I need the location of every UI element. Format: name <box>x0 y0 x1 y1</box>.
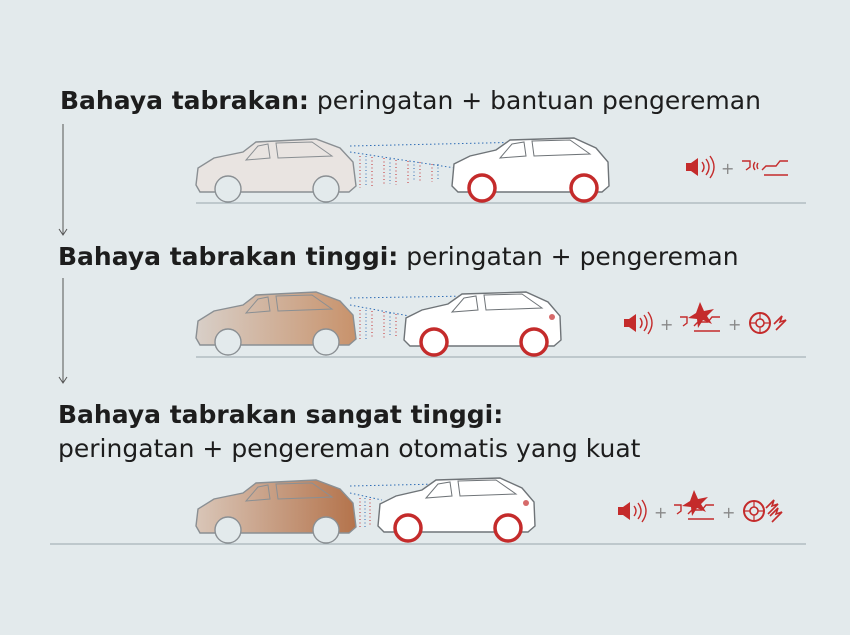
scenario-3-title: Bahaya tabrakan sangat tinggi: <box>58 400 504 429</box>
scenario-3-rear-car <box>195 479 357 544</box>
scenario-2-rear-car <box>195 291 357 356</box>
plus-sign: + <box>654 503 667 522</box>
plus-sign: + <box>660 315 673 334</box>
sound-alert-icon <box>686 155 715 179</box>
brake-assist-icon <box>742 160 788 176</box>
scenario-1-front-car <box>451 137 610 203</box>
plus-sign: + <box>722 503 735 522</box>
scenario-1-heading: Bahaya tabrakan: peringatan + bantuan pe… <box>60 84 761 118</box>
scenario-3-radar-beams <box>349 483 441 528</box>
scenario-1-title: Bahaya tabrakan: <box>60 86 309 115</box>
scenario-2-heading: Bahaya tabrakan tinggi: peringatan + pen… <box>58 240 739 274</box>
sound-alert-icon <box>618 499 647 523</box>
scenario-3-heading: Bahaya tabrakan sangat tinggi: peringata… <box>58 398 640 466</box>
wheel-brake-icon <box>749 312 787 334</box>
scenario-3-text: peringatan + pengereman otomatis yang ku… <box>58 434 641 463</box>
scenario-3-front-car <box>377 477 536 543</box>
plus-sign: + <box>728 315 741 334</box>
scenario-2-title: Bahaya tabrakan tinggi: <box>58 242 399 271</box>
brake-impact-icon <box>674 490 714 520</box>
flow-arrow-1 <box>58 124 68 236</box>
scenario-1-radar-beams <box>349 141 531 188</box>
wheel-brake-strong-icon <box>743 499 783 523</box>
scenario-2-radar-beams <box>349 295 471 340</box>
scenario-1-rear-car <box>195 138 357 203</box>
brake-impact-icon <box>680 302 720 332</box>
sound-alert-icon <box>624 311 653 335</box>
plus-sign: + <box>721 159 734 178</box>
scenario-2-text: peringatan + pengereman <box>406 242 739 271</box>
flow-arrow-2 <box>58 278 68 384</box>
scenario-2-front-car <box>403 291 562 357</box>
scenario-1-text: peringatan + bantuan pengereman <box>316 86 761 115</box>
